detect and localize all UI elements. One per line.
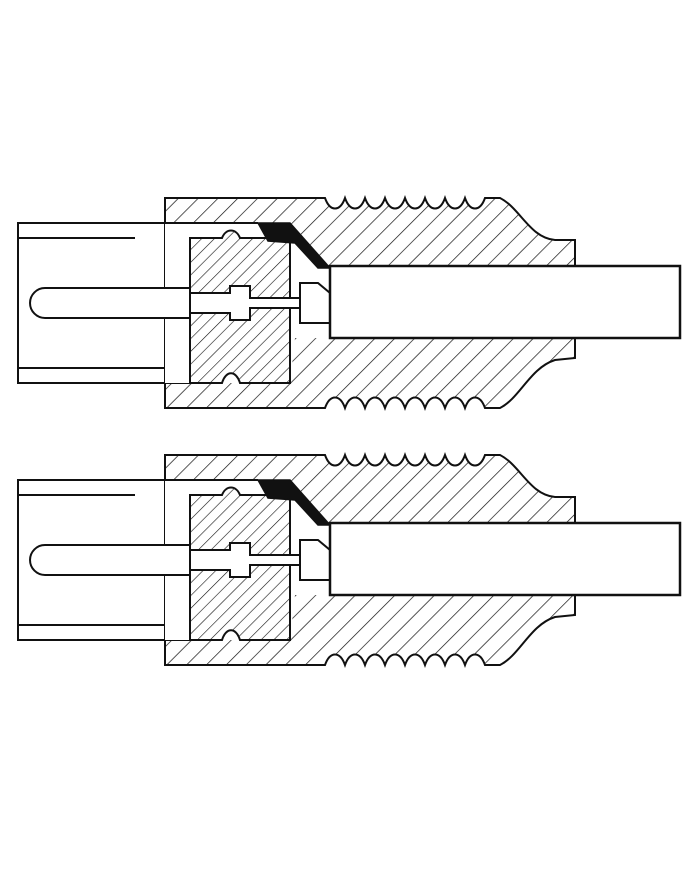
- connector-upper: [16, 196, 682, 410]
- connector-lower: [16, 453, 682, 667]
